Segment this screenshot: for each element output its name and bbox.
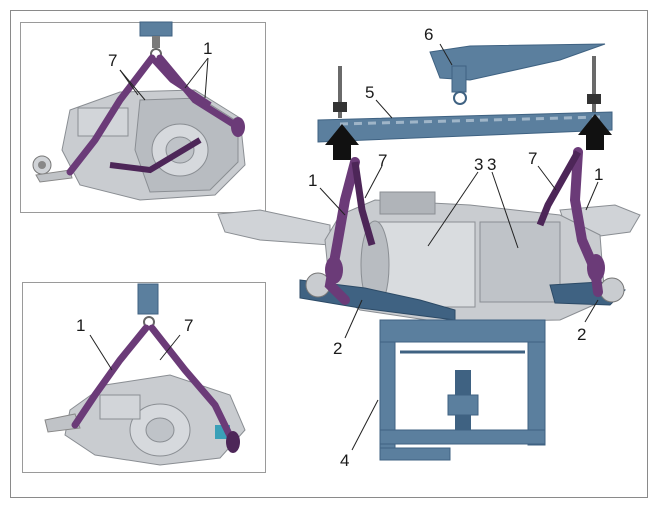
callout-1: 1 (76, 316, 85, 335)
callout-7: 7 (108, 51, 117, 70)
callout-4: 4 (340, 451, 349, 470)
callout-1: 1 (203, 39, 212, 58)
callout-1: 1 (594, 165, 603, 184)
up-arrow-icon (578, 114, 612, 150)
callout-7: 7 (378, 151, 387, 170)
callout-7: 7 (528, 149, 537, 168)
up-arrow-icon (325, 124, 359, 160)
support-stand (379, 319, 546, 343)
callout-5: 5 (365, 83, 374, 102)
callout-3: 3 (474, 155, 483, 174)
callout-2: 2 (577, 325, 586, 344)
callout-6: 6 (424, 25, 433, 44)
lifting-bracket (429, 43, 606, 81)
main-assembly: 6 5 3 3 1 7 7 1 2 2 4 (217, 25, 641, 470)
callout-3: 3 (487, 155, 496, 174)
callout-2: 2 (333, 339, 342, 358)
top-left-inset: 7 1 (20, 21, 266, 213)
outer-frame (10, 10, 648, 498)
bottom-left-inset: 1 7 (22, 282, 266, 473)
callout-7: 7 (184, 316, 193, 335)
callout-1: 1 (308, 171, 317, 190)
